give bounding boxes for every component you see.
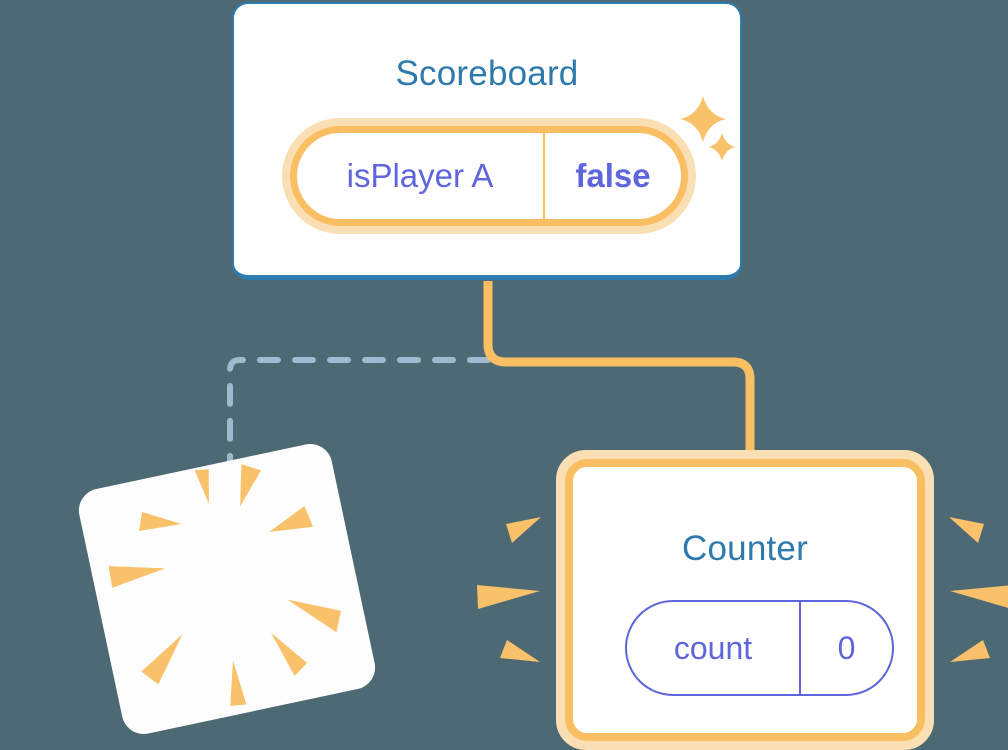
scoreboard-state-pill-inner: isPlayer A false bbox=[290, 126, 688, 226]
counter-title: Counter bbox=[682, 529, 808, 568]
burst-ray-5 bbox=[108, 566, 166, 588]
sparkle-small-icon bbox=[709, 133, 735, 161]
burst-ray-7 bbox=[141, 634, 183, 685]
scoreboard-state-key: isPlayer A bbox=[297, 133, 545, 219]
blank-card-burst-rays bbox=[108, 464, 342, 706]
burst-ray-1 bbox=[194, 469, 209, 504]
counter-ray-left-top bbox=[506, 517, 541, 543]
scoreboard-state-value: false bbox=[575, 157, 651, 194]
connector-scoreboard-to-blank-card bbox=[227, 357, 491, 473]
burst-ray-6 bbox=[287, 599, 342, 633]
burst-ray-8 bbox=[271, 632, 308, 676]
counter-state-value: 0 bbox=[837, 629, 856, 666]
counter-ray-right-bottom bbox=[950, 640, 990, 662]
node-card-counter[interactable]: Counter count 0 bbox=[556, 450, 934, 750]
counter-state-pill[interactable]: count 0 bbox=[625, 600, 894, 696]
burst-ray-2 bbox=[240, 464, 262, 507]
sparkle-large-icon bbox=[680, 96, 726, 142]
burst-ray-9 bbox=[230, 660, 247, 706]
node-card-counter-inner: Counter count 0 bbox=[565, 459, 925, 741]
burst-ray-4 bbox=[269, 506, 313, 533]
node-card-scoreboard[interactable]: Scoreboard isPlayer A false bbox=[232, 2, 742, 280]
counter-ray-left-mid bbox=[477, 585, 540, 609]
node-card-blank-tilted[interactable] bbox=[74, 439, 380, 739]
connector-scoreboard-to-counter bbox=[483, 281, 755, 460]
counter-ray-right-mid bbox=[950, 585, 1008, 608]
scoreboard-title: Scoreboard bbox=[395, 54, 579, 93]
counter-ray-right-top bbox=[949, 517, 984, 543]
scoreboard-state-pill[interactable]: isPlayer A false bbox=[282, 118, 696, 234]
counter-ray-left-bottom bbox=[500, 640, 540, 662]
counter-state-key: count bbox=[627, 602, 801, 694]
burst-ray-3 bbox=[139, 511, 182, 532]
